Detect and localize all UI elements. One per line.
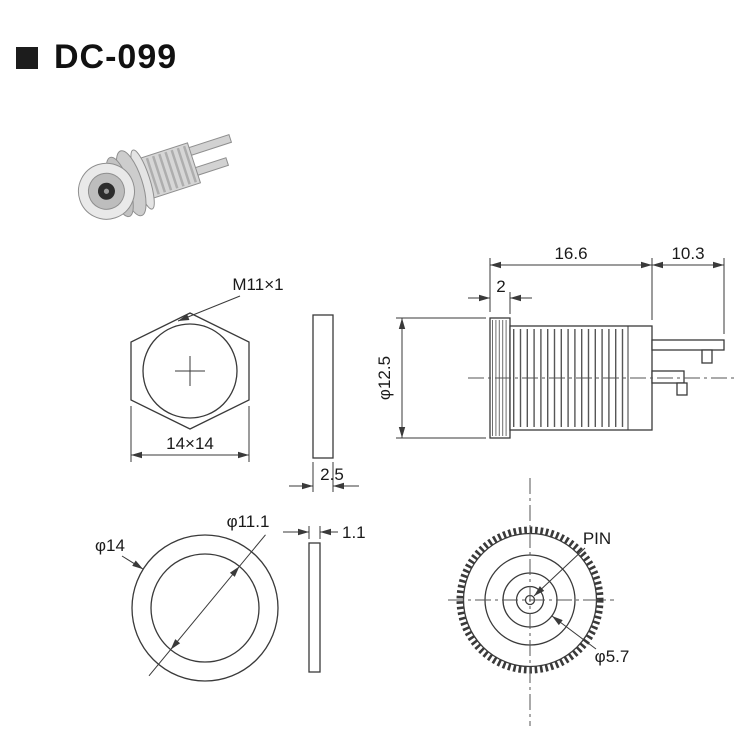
pin-label: PIN: [583, 529, 611, 548]
page-title: DC-099: [54, 38, 178, 76]
dia-arrow-top: [398, 318, 406, 329]
pin-length-arrow-left: [652, 261, 663, 269]
pin-diameter-label: φ5.7: [595, 647, 630, 666]
insulating-washer-side-view: 1.1: [283, 523, 366, 673]
body-length-label: 16.6: [554, 244, 587, 263]
body-length-arrow-right: [641, 261, 652, 269]
washer-outer-label: φ14: [95, 536, 125, 555]
washer-front-view: φ11.1 φ14: [95, 512, 279, 682]
hex-size-label: 14×14: [166, 434, 214, 453]
pin-length-label: 10.3: [671, 244, 704, 263]
pin-dia-arrow: [552, 616, 563, 626]
thread-leader-arrow: [178, 314, 190, 321]
photo-center-pin: [103, 188, 110, 194]
jack-side-view: 16.6 10.3 2 φ12.5: [375, 244, 736, 439]
panel-washer-side-view: 2.5: [289, 314, 359, 492]
body-length-arrow-left: [490, 261, 501, 269]
jack-end-view: PIN φ5.7: [448, 478, 629, 726]
washer2-outline: [308, 542, 321, 673]
terminal-pin-long: [651, 339, 725, 351]
washer1-arrow-left: [302, 482, 313, 490]
washer1-arrow-right: [333, 482, 344, 490]
dia-arrow-bottom: [398, 427, 406, 438]
title-block: DC-099: [16, 38, 177, 77]
washer-diameter-line: [148, 534, 266, 677]
thread-spec-label: M11×1: [232, 275, 283, 294]
washer-inner-label: φ11.1: [227, 512, 270, 531]
collar-arrow-right: [510, 294, 521, 302]
thread-leader-line: [177, 295, 241, 322]
washer-inner-arrow-bl: [170, 639, 181, 650]
terminal-lug: [651, 370, 685, 384]
washer2-thickness-label: 1.1: [342, 523, 366, 542]
collar-arrow-left: [479, 294, 490, 302]
hex-dim-arrow-right: [238, 451, 249, 459]
pin-leader-arrow: [534, 586, 545, 596]
pin-leader-line: [533, 547, 586, 597]
washer1-thickness-label: 2.5: [320, 465, 344, 484]
terminal-pin-tab: [701, 349, 713, 364]
collar-width-label: 2: [496, 277, 505, 296]
pin-length-arrow-right: [713, 261, 724, 269]
washer-outer-arrow: [132, 560, 144, 570]
body-diameter-label: φ12.5: [375, 356, 394, 400]
washer1-outline: [312, 314, 334, 459]
photo-thread-texture: [139, 145, 198, 197]
photo-pin-upper: [184, 134, 233, 158]
product-photo: [77, 134, 233, 220]
washer-inner-arrow-tr: [229, 566, 240, 577]
hex-nut-front-view: M11×1 14×14: [130, 275, 284, 462]
washer2-arrow-right: [320, 528, 331, 536]
hex-dim-arrow-left: [131, 451, 142, 459]
terminal-lug-step: [676, 382, 688, 396]
washer2-arrow-left: [298, 528, 309, 536]
title-bullet-icon: [16, 46, 38, 69]
